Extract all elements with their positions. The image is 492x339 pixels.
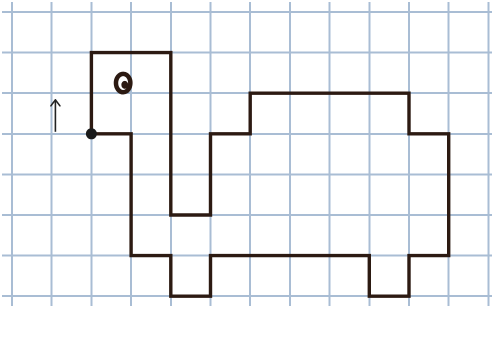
eye-pupil — [121, 81, 128, 89]
start-dot-icon — [86, 128, 97, 139]
